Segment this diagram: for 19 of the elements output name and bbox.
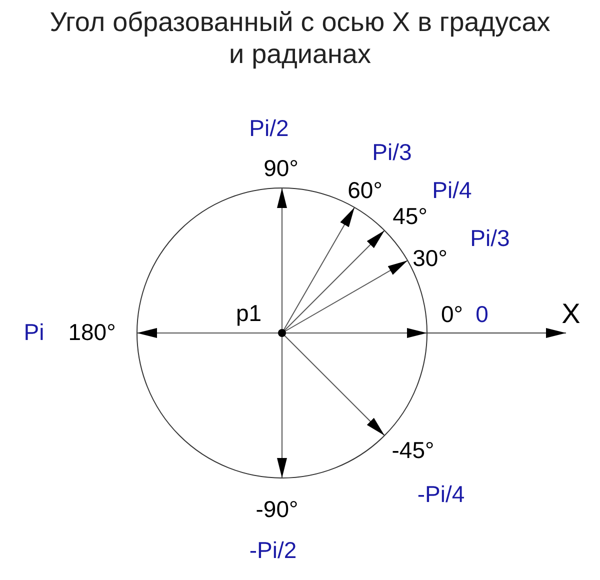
radian-label: -Pi/4 — [417, 481, 465, 507]
axis-label: X — [562, 301, 580, 327]
degree-label: -45° — [392, 437, 434, 463]
radian-label: Pi/3 — [470, 225, 510, 251]
degree-label: 45° — [392, 203, 428, 229]
degree-label: 60° — [348, 177, 382, 203]
degree-label: 180° — [68, 319, 116, 345]
title: Угол образованный с осью X в градусах и радианах — [48, 6, 552, 70]
radian-label: -Pi/2 — [249, 537, 297, 563]
radian-label: Pi/3 — [372, 139, 412, 165]
radian-label: Pi/2 — [249, 115, 289, 141]
point-label: p1 — [236, 300, 262, 326]
radian-label: 0 — [476, 301, 488, 327]
degree-label: 0° — [441, 301, 463, 327]
radian-label: Pi — [24, 319, 44, 345]
degree-label: -90° — [256, 496, 298, 522]
degree-label: 30° — [412, 245, 448, 271]
radian-label: Pi/4 — [432, 177, 472, 203]
degree-label: 90° — [264, 155, 298, 181]
